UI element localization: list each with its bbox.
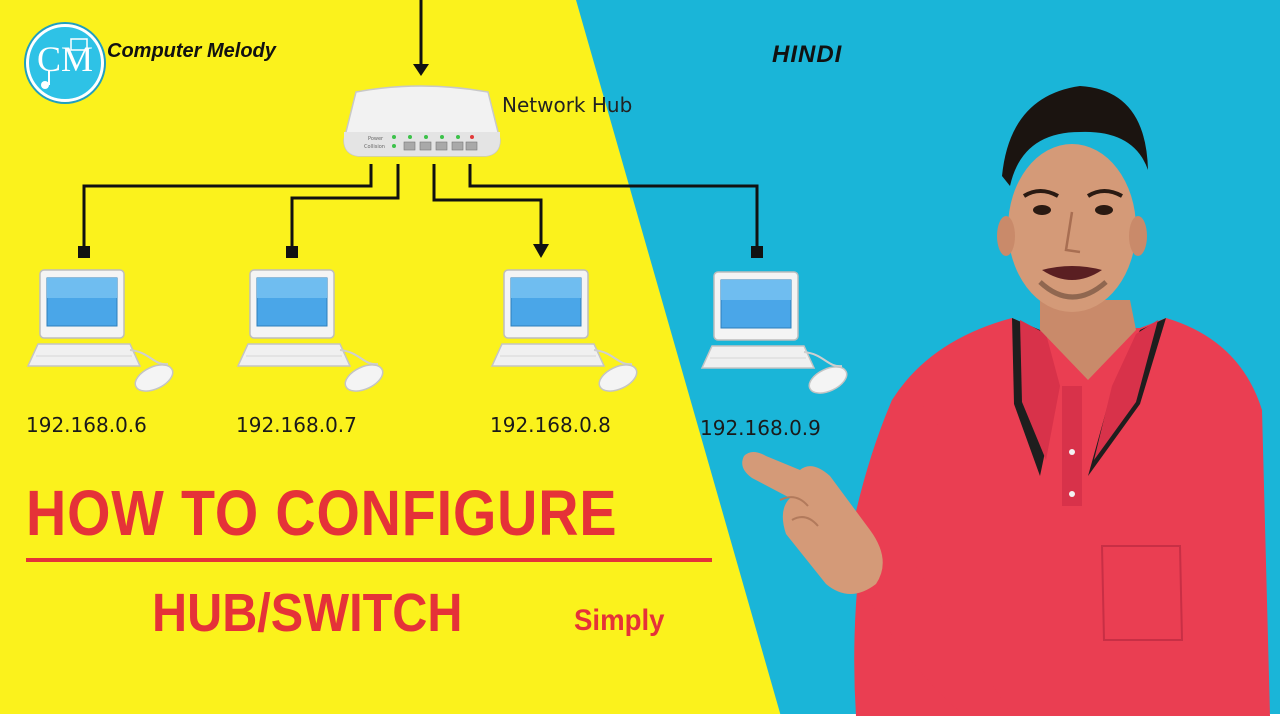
port-plug-4 xyxy=(751,246,763,258)
cable-2 xyxy=(290,164,400,248)
computer-melody-logo: CM xyxy=(26,24,104,102)
logo-monogram: CM xyxy=(37,39,93,79)
computer-ip-1: 192.168.0.6 xyxy=(26,413,147,437)
cable-3 xyxy=(432,164,543,248)
headline: HOW TO CONFIGURE xyxy=(26,477,618,549)
computer-ip-4: 192.168.0.9 xyxy=(700,416,821,440)
channel-name: Computer Melody xyxy=(107,40,276,62)
cable-3-arrow xyxy=(533,244,549,258)
port-plug-2 xyxy=(286,246,298,258)
presenter-hair xyxy=(1002,86,1148,186)
computer-ip-2: 192.168.0.7 xyxy=(236,413,357,437)
yellow-background xyxy=(0,0,782,720)
hub-label: Network Hub xyxy=(502,93,633,117)
hub-port-label-power: Power xyxy=(368,136,384,142)
presenter-mouth xyxy=(1042,266,1102,280)
network-hub-icon: Power Collision xyxy=(343,85,501,157)
language-badge: HINDI xyxy=(772,41,843,68)
tagline: Simply xyxy=(574,604,665,637)
pointing-hand xyxy=(742,452,883,594)
monitor-icon xyxy=(70,38,88,51)
uplink-arrow xyxy=(413,64,429,76)
red-polo-shirt xyxy=(854,318,1270,716)
music-note-icon xyxy=(41,71,50,89)
port-plug-1 xyxy=(78,246,90,258)
cable-1 xyxy=(82,164,373,248)
hub-port-label-collision: Collision xyxy=(364,144,385,150)
bottom-border xyxy=(0,714,1280,720)
subheadline: HUB/SWITCH xyxy=(152,583,463,643)
headline-underline xyxy=(26,558,712,562)
computer-ip-3: 192.168.0.8 xyxy=(490,413,611,437)
presenter-face xyxy=(1008,144,1136,312)
cable-4 xyxy=(468,164,759,248)
